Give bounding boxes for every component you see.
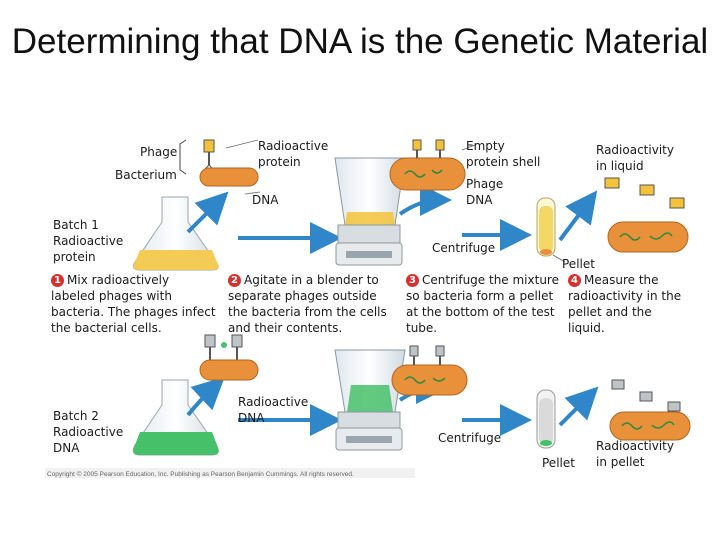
- infected-cell-2: [391, 345, 468, 396]
- centrifuge-label-2: Centrifuge: [438, 431, 502, 445]
- infected-cell-1: [389, 139, 476, 191]
- arrow-tube-to-measure-1: [558, 190, 598, 242]
- copyright-bar: [45, 468, 415, 478]
- blender-2: [334, 349, 406, 451]
- radioactivity-in-pellet-label: Radioactivity in pellet: [596, 439, 674, 469]
- copyright-text: Copyright © 2005 Pearson Education, Inc.…: [47, 471, 354, 478]
- blender-1: [334, 157, 406, 266]
- arrow-blender-to-cell-1: [398, 184, 452, 217]
- empty-protein-shell-label: Empty protein shell: [466, 139, 541, 169]
- radioactive-protein-label: Radioactive protein: [258, 139, 329, 169]
- bacterium-label: Bacterium: [115, 168, 177, 182]
- step-2-number: 2: [228, 274, 241, 287]
- phage-dna-label: Phage DNA: [466, 177, 504, 207]
- measure-result-1: [604, 177, 689, 253]
- arrow-flask-to-phage: [186, 191, 229, 234]
- phage-label: Phage: [140, 145, 178, 159]
- step-1-text: Mix radioactively labeled phages with ba…: [51, 273, 216, 335]
- test-tube-2: [536, 389, 556, 449]
- arrow-tube-to-measure-2: [558, 386, 599, 427]
- step-1-number: 1: [51, 274, 64, 287]
- flask-batch2: [132, 379, 219, 456]
- step-4-number: 4: [568, 274, 581, 287]
- measure-result-2: [609, 379, 691, 441]
- step-2-text: Agitate in a blender to separate phages …: [228, 273, 387, 335]
- centrifuge-label-1: Centrifuge: [432, 241, 496, 255]
- legend-bacterium-icon: [199, 167, 261, 195]
- flask-batch1: [132, 196, 219, 271]
- batch2-label: Batch 2 Radioactive DNA: [53, 409, 124, 455]
- pellet-label-1: Pellet: [562, 257, 595, 271]
- pellet-label-2: Pellet: [542, 456, 575, 470]
- legend-phage-icon: [179, 139, 259, 175]
- step-3-number: 3: [406, 274, 419, 287]
- arrow-flask2-to-phage: [186, 376, 225, 417]
- test-tube-1: [536, 197, 566, 263]
- page-title: Determining that DNA is the Genetic Mate…: [11, 22, 709, 61]
- step-4-text: Measure the radioactivity in the pellet …: [568, 273, 682, 335]
- dna-label: DNA: [252, 193, 279, 207]
- radioactivity-in-liquid-label: Radioactivity in liquid: [596, 143, 674, 173]
- radioactive-dna-label: Radioactive DNA: [238, 395, 309, 425]
- step-3-text: Centrifuge the mixture so bacteria form …: [406, 273, 559, 335]
- batch1-label: Batch 1 Radioactive protein: [53, 218, 124, 264]
- row2-phage-bacterium: [199, 334, 259, 381]
